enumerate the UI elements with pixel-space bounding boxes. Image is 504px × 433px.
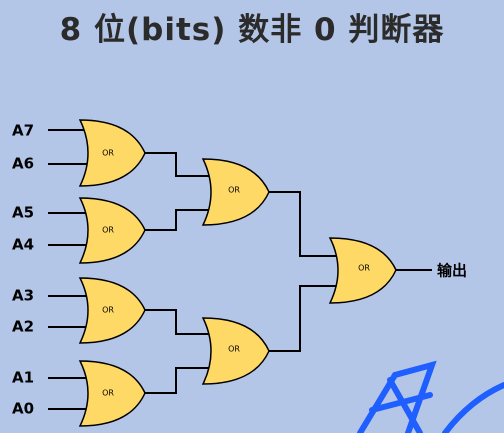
or-gate-label: OR — [102, 306, 114, 315]
or-gate-upper-middle: OR — [201, 158, 270, 226]
input-label-a0: A0 — [12, 400, 34, 418]
output-label: 输出 — [437, 262, 467, 280]
input-label-a1: A1 — [12, 369, 34, 387]
or-gate-label: OR — [228, 345, 240, 354]
or-gate-a1-a0: OR — [78, 360, 146, 427]
or-gate-label: OR — [102, 149, 114, 158]
input-label-a7: A7 — [12, 122, 34, 140]
or-gate-label: OR — [358, 264, 370, 273]
interconnect-wires — [138, 152, 432, 394]
page-title: 8 位(bits) 数非 0 判断器 — [59, 12, 445, 48]
input-label-a3: A3 — [12, 287, 34, 305]
or-gate-label: OR — [228, 186, 240, 195]
decorative-lattice-graphic — [357, 360, 504, 433]
or-gate-a3-a2: OR — [78, 277, 146, 344]
input-label-a4: A4 — [12, 236, 34, 254]
or-gate-label: OR — [102, 389, 114, 398]
input-label-a5: A5 — [12, 204, 34, 222]
input-labels: A7 A6 A5 A4 A3 A2 A1 A0 — [12, 122, 34, 418]
or-gate-a7-a6: OR — [78, 119, 146, 187]
or-gate-a5-a4: OR — [78, 197, 146, 264]
input-label-a2: A2 — [12, 318, 34, 336]
input-wires — [48, 129, 88, 410]
input-label-a6: A6 — [12, 155, 34, 173]
or-gate-lower-middle: OR — [201, 317, 270, 385]
or-gate-output: OR — [328, 237, 397, 304]
or-gate-label: OR — [102, 226, 114, 235]
